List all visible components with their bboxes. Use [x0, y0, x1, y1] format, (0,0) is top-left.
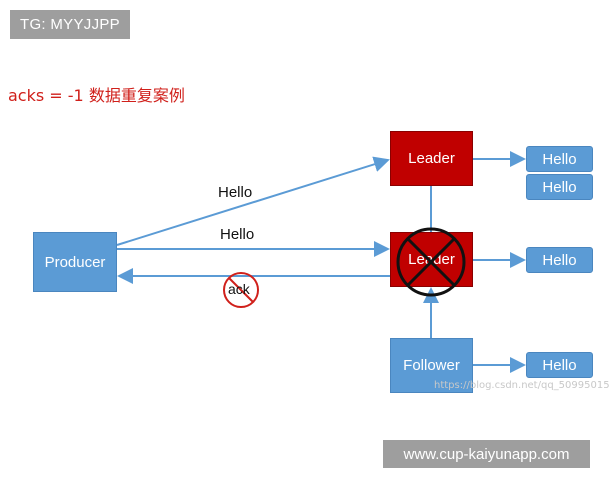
producer-node: Producer: [33, 232, 117, 292]
follower-node: Follower: [390, 338, 473, 393]
message-hello-1: Hello: [526, 146, 593, 172]
leader-top-label: Leader: [408, 150, 455, 167]
producer-label: Producer: [44, 253, 106, 271]
blog-watermark: https://blog.csdn.net/qq_50995015: [434, 380, 610, 391]
x-circle-icon: [396, 227, 466, 297]
message-hello-3: Hello: [526, 247, 593, 273]
edge-label-hello-mid: Hello: [220, 226, 255, 243]
edge-label-hello-top: Hello: [218, 184, 253, 201]
leader-node-top: Leader: [390, 131, 473, 186]
arrow-producer-to-leader-top: [116, 156, 390, 246]
message-hello-4: Hello: [526, 352, 593, 378]
forbidden-icon: [223, 272, 259, 308]
tg-tag: TG: MYYJJPP: [10, 10, 130, 39]
edge-label-ack: ack: [228, 281, 250, 297]
message-hello-2: Hello: [526, 174, 593, 200]
page-title: acks = -1 数据重复案例: [8, 86, 185, 105]
site-banner: www.cup-kaiyunapp.com: [383, 440, 590, 468]
follower-label: Follower: [403, 357, 460, 374]
